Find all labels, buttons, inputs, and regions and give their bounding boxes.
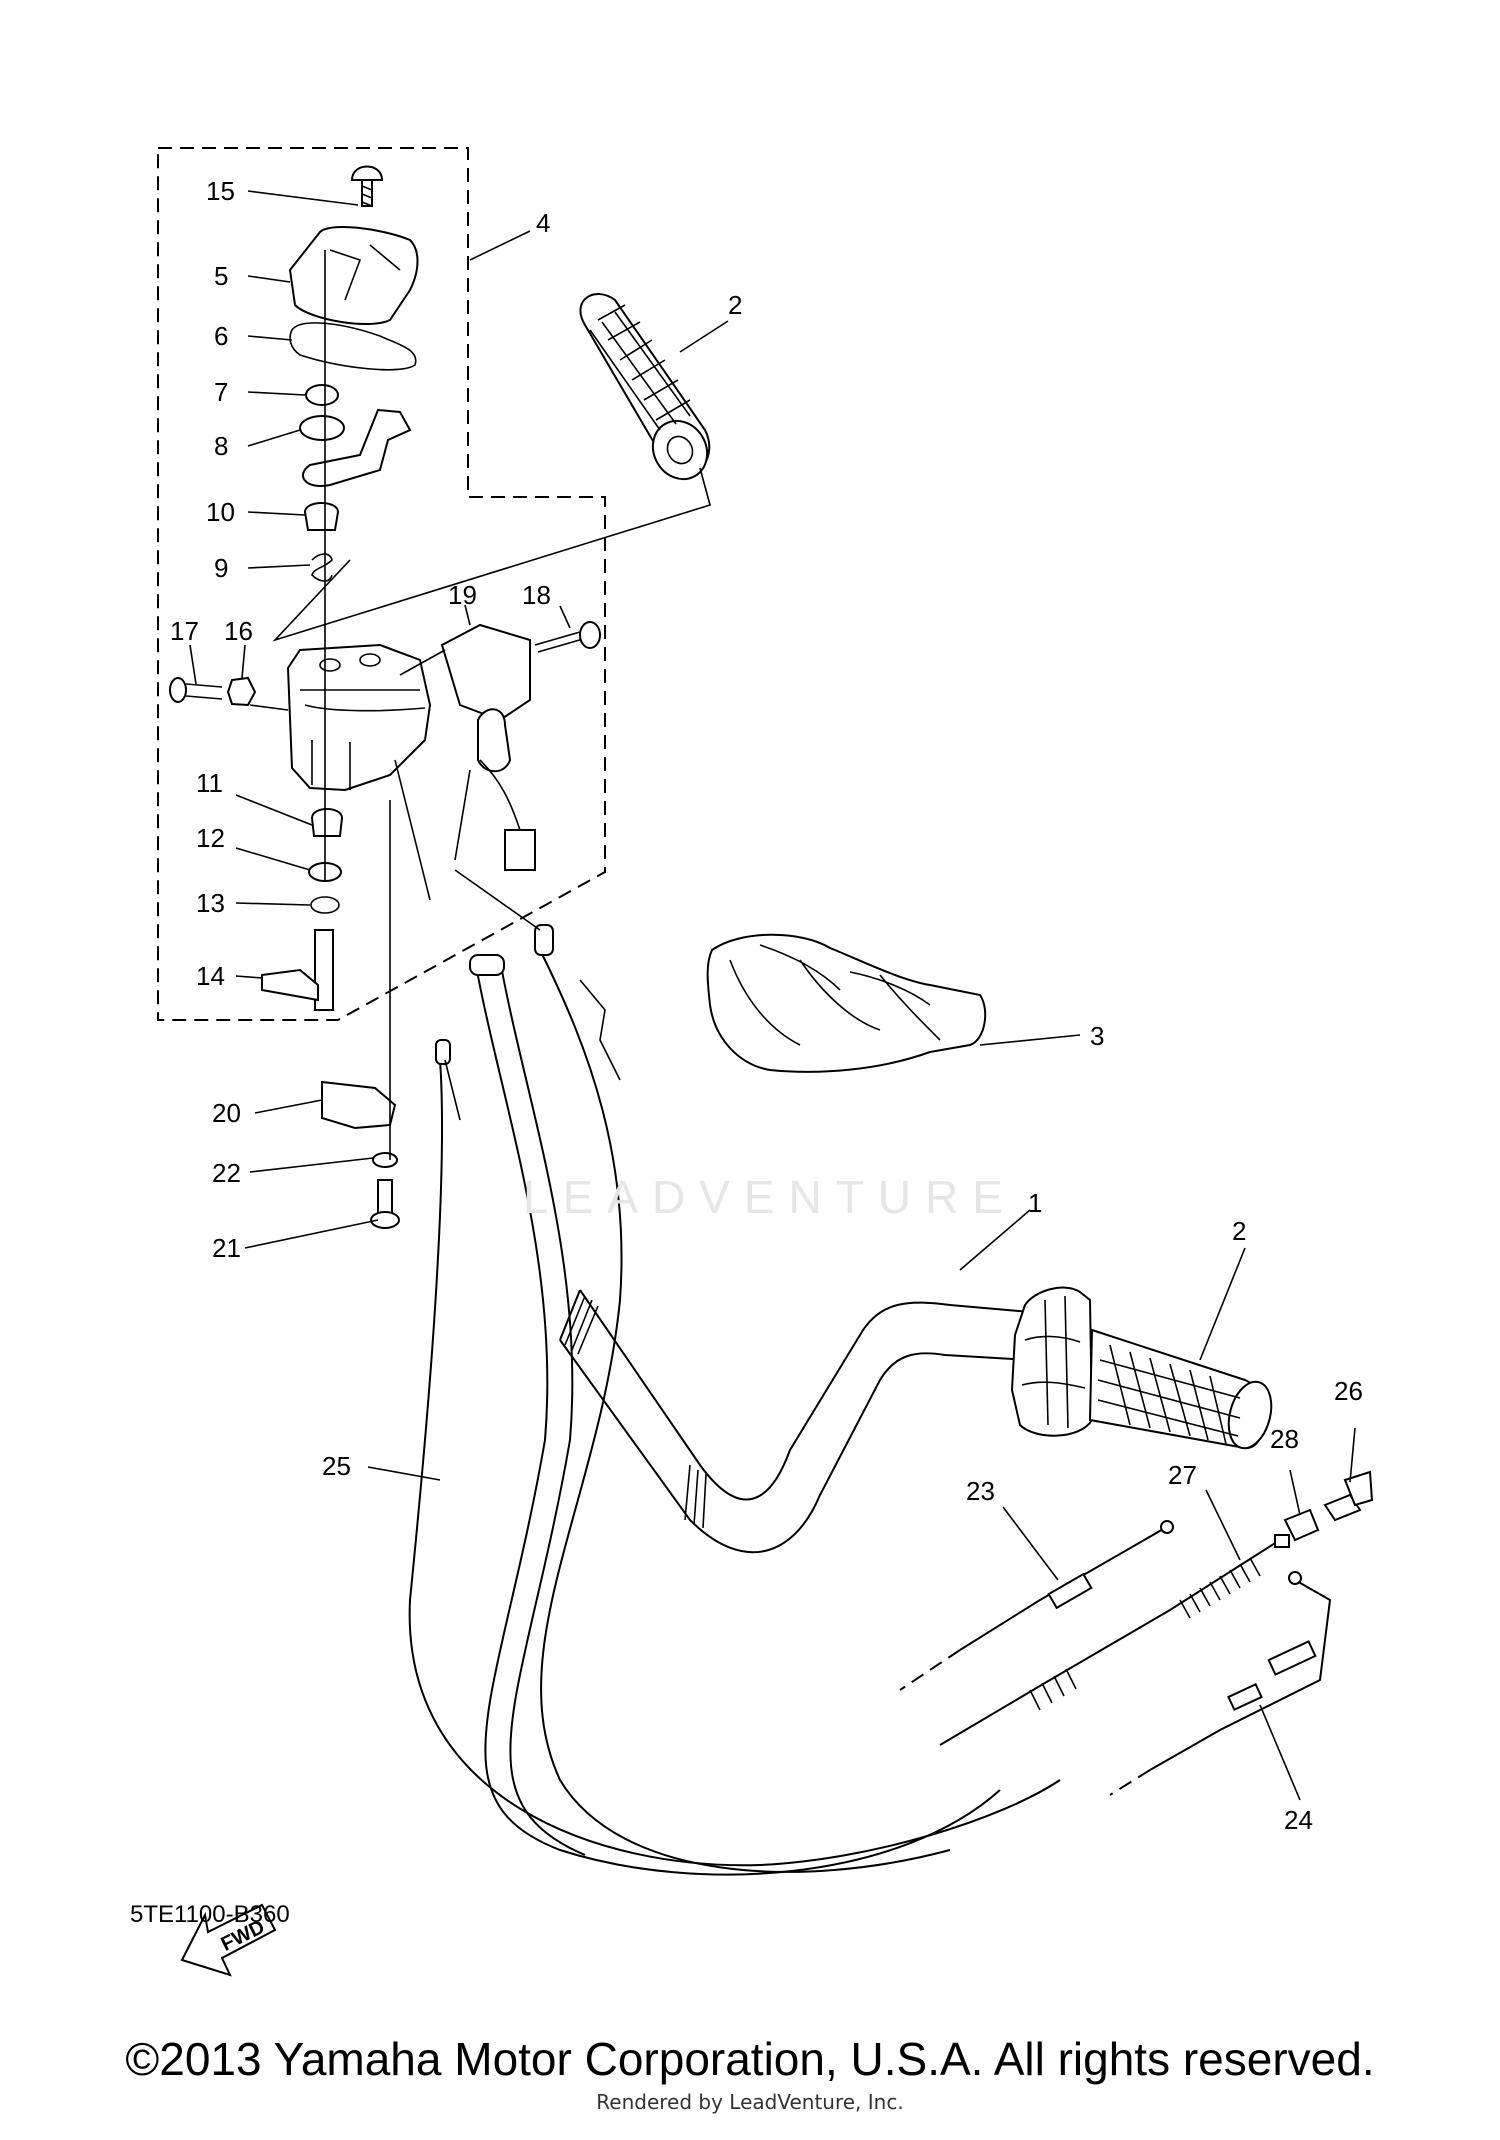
part-24-cable: [1109, 1571, 1332, 1796]
callout-12: 12: [196, 823, 225, 853]
callout-3: 3: [1090, 1021, 1104, 1051]
part-6-gasket: [289, 322, 417, 371]
part-7-nut: [305, 384, 339, 406]
part-9-spring: [311, 553, 333, 582]
leader-lines: [189, 190, 1356, 1801]
part-28-fitting: [1283, 1508, 1320, 1542]
callout-16: 16: [224, 616, 253, 646]
callout-labels: 15 5 6 7 8 10 9 4 2 17 16 19 18 11 12 13…: [130, 176, 1363, 1928]
callout-24: 24: [1284, 1805, 1313, 1835]
right-grip: [1088, 1328, 1273, 1450]
diagram-code: 5TE1100-B360: [130, 1901, 290, 1928]
part-23-cable: [899, 1520, 1174, 1691]
part-26-wing-nut: [1323, 1470, 1374, 1522]
watermark: LEADVENTURE: [523, 1171, 1017, 1223]
callout-26: 26: [1334, 1376, 1363, 1406]
cable-end-switch: [534, 924, 554, 956]
callout-8: 8: [214, 431, 228, 461]
callout-15: 15: [206, 176, 235, 206]
part-13-washer: [310, 896, 340, 914]
throttle-cable: [408, 1059, 1061, 1867]
cable-end-upper: [469, 954, 505, 976]
assembly-axis: [324, 250, 391, 1160]
grip-lead-line: [272, 467, 711, 642]
copyright-notice: ©2013 Yamaha Motor Corporation, U.S.A. A…: [125, 2033, 1375, 2085]
callout-13: 13: [196, 888, 225, 918]
callout-5: 5: [214, 261, 228, 291]
callout-7: 7: [214, 377, 228, 407]
part-8-lever: [299, 408, 412, 487]
part-16-nut: [226, 676, 257, 707]
callout-19: 19: [448, 580, 477, 610]
callout-27: 27: [1168, 1460, 1197, 1490]
part-20-clamp: [321, 1080, 397, 1130]
callout-23: 23: [966, 1476, 995, 1506]
callout-17: 17: [170, 616, 199, 646]
right-throttle-housing: [1010, 1286, 1094, 1437]
part-18-screw: [534, 621, 601, 653]
switch-housing: [286, 643, 432, 792]
callout-9: 9: [214, 553, 228, 583]
callout-28: 28: [1270, 1424, 1299, 1454]
handlebar-cover: [706, 933, 987, 1073]
callout-18: 18: [522, 580, 551, 610]
callout-10: 10: [206, 497, 235, 527]
callout-25: 25: [322, 1451, 351, 1481]
callout-21: 21: [212, 1233, 241, 1263]
part-15-screw: [350, 165, 384, 207]
callout-20: 20: [212, 1098, 241, 1128]
callout-14: 14: [196, 961, 225, 991]
rendered-by-notice: Rendered by LeadVenture, Inc.: [596, 2090, 904, 2114]
callout-11: 11: [196, 768, 223, 798]
part-17-screw: [169, 677, 223, 703]
callout-1: 1: [1028, 1188, 1042, 1218]
callout-6: 6: [214, 321, 228, 351]
left-grip: [579, 293, 711, 481]
part-11-bushing: [310, 808, 344, 837]
part-22-washer: [372, 1152, 398, 1168]
part-25-cable: [474, 959, 1001, 1876]
callout-22: 22: [212, 1158, 241, 1188]
cable-end-left: [435, 1039, 451, 1065]
part-27-cable: [939, 1534, 1290, 1746]
callout-2-lower: 2: [1232, 1216, 1246, 1246]
part-21-bolt: [370, 1179, 400, 1229]
part-10-bushing: [303, 502, 340, 531]
cable-stop: [1274, 1534, 1290, 1548]
part-19-switch: [440, 623, 536, 871]
callout-2-upper: 2: [728, 290, 742, 320]
callout-4: 4: [536, 208, 550, 238]
part-14-shaft: [261, 929, 334, 1011]
handlebar: [559, 1289, 1031, 1554]
